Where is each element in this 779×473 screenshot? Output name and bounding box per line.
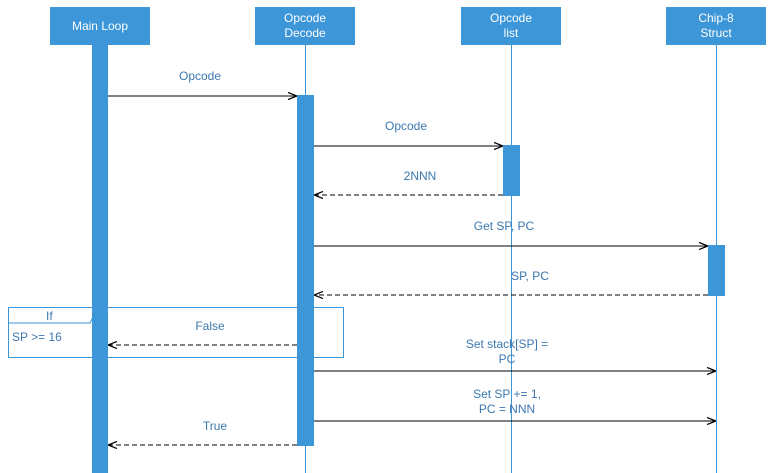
message-label-1: Opcode [178,69,222,83]
message-label-5: SP, PC [511,269,549,283]
participant-chip8-struct[interactable]: Chip-8 Struct [666,7,766,45]
participant-main-loop[interactable]: Main Loop [50,7,150,45]
message-label-3: 2NNN [403,169,437,183]
participant-opcode-decode[interactable]: Opcode Decode [255,7,355,45]
message-label-6: False [195,319,225,333]
participant-opcode-list[interactable]: Opcode list [461,7,561,45]
if-fragment [8,307,344,358]
message-label-2: Opcode [384,119,428,133]
lifeline-opcode-list [511,45,512,473]
message-label-9: True [202,419,228,433]
activation-main-loop [92,45,108,473]
message-label-8: Set SP += 1, PC = NNN [473,387,541,416]
message-label-4: Get SP, PC [473,219,535,233]
activation-opcode-list [503,145,520,196]
activation-opcode-decode [297,95,314,446]
if-fragment-tab [8,307,98,324]
if-fragment-condition: SP >= 16 [12,330,62,344]
message-label-7: Set stack[SP] = PC [465,337,549,366]
if-fragment-operator: If [46,309,53,323]
activation-chip8-struct [708,245,725,296]
